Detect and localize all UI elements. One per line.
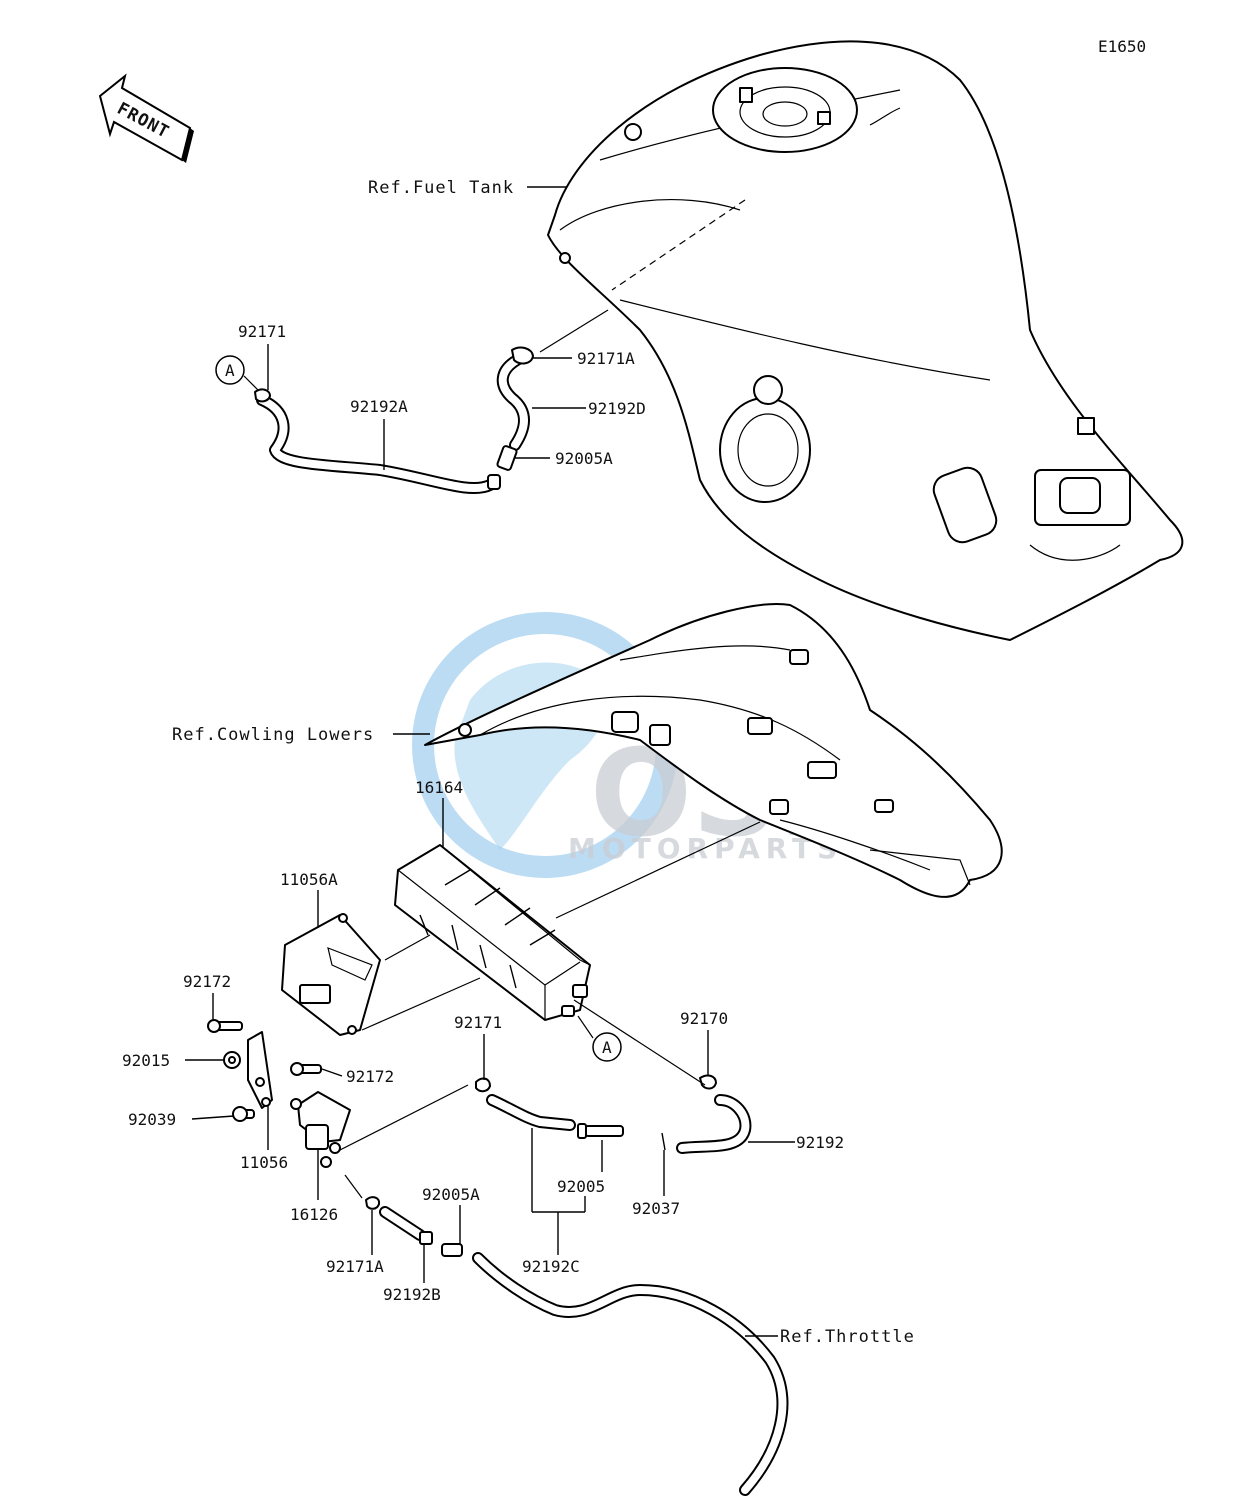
top-hose-assembly	[254, 346, 534, 494]
part-label-16126: 16126	[290, 1205, 338, 1224]
nut-92015	[223, 1051, 241, 1069]
part-label-92037: 92037	[632, 1199, 680, 1218]
part-label-16164: 16164	[415, 778, 463, 797]
part-label-92192C: 92192C	[522, 1257, 580, 1276]
part-label-92192D: 92192D	[588, 399, 646, 418]
canister-92170-link	[573, 999, 706, 1086]
bolt-92172-b	[290, 1062, 322, 1076]
connector-a-bottom: A	[577, 1015, 622, 1062]
cowling-lower	[424, 603, 1003, 898]
canister	[394, 844, 591, 1021]
part-label-92171-top: 92171	[238, 322, 286, 341]
fuel-tank	[547, 40, 1184, 641]
valve-bottom-link	[344, 1174, 363, 1199]
part-label-92172-b: 92172	[346, 1067, 394, 1086]
part-label-92192: 92192	[796, 1133, 844, 1152]
part-label-92171A-bottom: 92171A	[326, 1257, 384, 1276]
bracket-canister-link-2	[361, 977, 481, 1031]
part-label-92171A-top: 92171A	[577, 349, 635, 368]
canister-cowling-link	[555, 821, 761, 919]
connector-a-top-letter: A	[225, 361, 235, 380]
front-arrow-icon: FRONT	[98, 73, 194, 163]
part-label-92039: 92039	[128, 1110, 176, 1129]
leader-lines	[185, 186, 795, 1337]
diagram-code: E1650	[1098, 37, 1146, 56]
bracket-11056A	[281, 913, 381, 1036]
middle-hose-assembly	[475, 1074, 752, 1154]
ref-fuel-tank-label: Ref.Fuel Tank	[368, 178, 514, 198]
part-label-11056A: 11056A	[280, 870, 338, 889]
bottom-hose-assembly	[365, 1196, 789, 1496]
solenoid-valve-16126	[290, 1091, 351, 1168]
ref-cowling-lowers-label: Ref.Cowling Lowers	[172, 725, 374, 745]
ref-throttle-label: Ref.Throttle	[780, 1327, 915, 1347]
valve-hose-link	[339, 1084, 469, 1151]
part-label-92005A-bottom: 92005A	[422, 1185, 480, 1204]
part-label-92005A-top: 92005A	[555, 449, 613, 468]
part-label-92171-mid: 92171	[454, 1013, 502, 1032]
part-label-92192B: 92192B	[383, 1285, 441, 1304]
fuel-tank-dashed-link	[611, 199, 746, 291]
fuel-tank-hose-link	[539, 309, 609, 353]
bolt-92039	[232, 1106, 255, 1122]
part-label-92192A: 92192A	[350, 397, 408, 416]
connector-a-bottom-letter: A	[602, 1038, 612, 1057]
bolt-92172-a	[207, 1019, 243, 1033]
bracket-canister-link	[384, 934, 431, 961]
part-label-92005: 92005	[557, 1177, 605, 1196]
part-label-11056: 11056	[240, 1153, 288, 1172]
connector-a-top: A	[215, 355, 259, 391]
part-label-92170: 92170	[680, 1009, 728, 1028]
bracket-11056	[247, 1031, 273, 1109]
part-label-92015: 92015	[122, 1051, 170, 1070]
part-label-92172-a: 92172	[183, 972, 231, 991]
